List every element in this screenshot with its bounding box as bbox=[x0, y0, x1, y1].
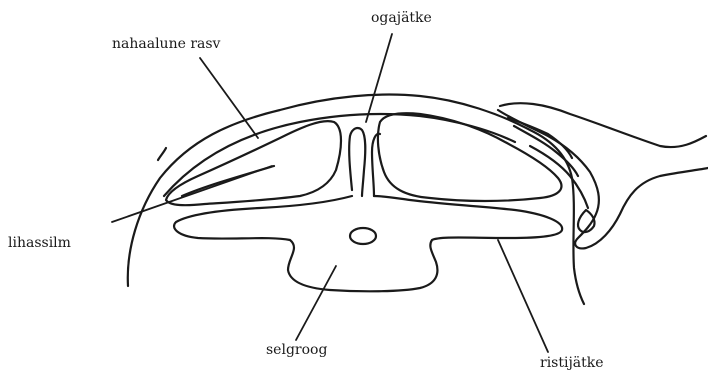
leader-spinous bbox=[366, 34, 392, 122]
hand-outline bbox=[500, 103, 706, 147]
leader-muscle-eye bbox=[112, 166, 272, 222]
label-transverse-process: ristijätke bbox=[540, 356, 604, 370]
spinal-canal bbox=[350, 228, 376, 244]
right-loin-outline bbox=[378, 113, 562, 201]
leader-transverse bbox=[498, 240, 548, 352]
spinous-process-outline bbox=[349, 128, 365, 196]
label-subcutaneous-fat: nahaalune rasv bbox=[112, 37, 220, 51]
label-spinous-process: ogajätke bbox=[371, 11, 432, 25]
leader-vertebra bbox=[296, 266, 336, 340]
label-vertebra: selgroog bbox=[266, 343, 327, 357]
shoulder-tick bbox=[158, 148, 166, 160]
label-muscle-eye: lihassilm bbox=[8, 236, 71, 250]
